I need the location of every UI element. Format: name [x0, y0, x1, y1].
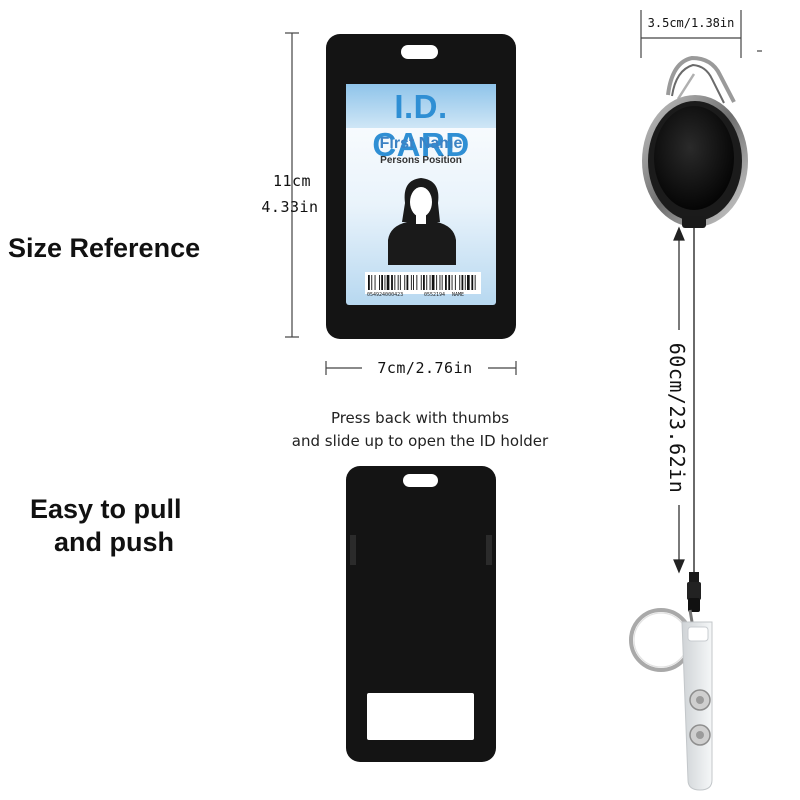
cord-length-label: 60cm/23.62in: [665, 342, 689, 494]
card-name: First Name: [379, 135, 463, 152]
barcode: [365, 272, 481, 294]
barcode-bar: [384, 275, 386, 290]
height-cm-label: 11cm: [272, 172, 312, 190]
card-title: I.D. CARD: [372, 88, 470, 163]
easy-pull-heading-line1: Easy to pull: [30, 494, 182, 524]
key-ring-and-strap: [629, 572, 713, 791]
barcode-bar: [429, 275, 431, 290]
barcode-mid-number: 0552194: [424, 292, 446, 298]
id-holder-back: [346, 466, 496, 762]
barcode-bar: [368, 275, 370, 290]
barcode-bar: [399, 275, 401, 290]
barcode-bar: [371, 275, 373, 290]
height-in-label: 4.33in: [261, 198, 319, 216]
barcode-bar: [386, 275, 390, 290]
barcode-bar: [454, 275, 456, 290]
instruction-note: Press back with thumbs and slide up to o…: [270, 407, 570, 453]
barcode-bar: [448, 275, 451, 290]
width-dimension-line: [325, 361, 517, 375]
barcode-bar: [379, 275, 380, 290]
size-reference-heading: Size Reference: [8, 233, 201, 263]
barcode-bar: [397, 275, 399, 290]
card-position: Persons Position: [380, 155, 462, 166]
height-dimension-line: [285, 32, 299, 338]
barcode-bar: [381, 275, 383, 290]
barcode-bar: [459, 275, 461, 290]
barcode-bar: [374, 275, 376, 290]
barcode-left-number: 054924000423: [367, 292, 404, 298]
barcode-bar: [439, 275, 441, 290]
barcode-bar: [426, 275, 428, 290]
barcode-bar: [391, 275, 393, 290]
reel-width-label: 3.5cm/1.38in: [647, 16, 735, 30]
person-silhouette-icon: [388, 178, 456, 265]
id-holder-front: [326, 34, 516, 339]
barcode-bar: [423, 275, 425, 290]
barcode-bar: [420, 275, 422, 290]
barcode-bar: [410, 275, 412, 290]
barcode-bar: [394, 275, 396, 290]
barcode-right-name: NAME: [452, 292, 465, 298]
instruction-line2: and slide up to open the ID holder: [291, 432, 549, 450]
barcode-bar: [474, 275, 476, 290]
reel-width-dimension-line: [640, 10, 762, 58]
easy-pull-heading-line2: and push: [54, 527, 174, 557]
barcode-bar: [461, 275, 464, 290]
barcode-bar: [436, 275, 438, 290]
barcode-bar: [445, 275, 447, 290]
width-label: 7cm/2.76in: [377, 359, 473, 377]
cord-length-dimension-line: [673, 226, 685, 574]
instruction-line1: Press back with thumbs: [330, 409, 510, 427]
barcode-bar: [413, 275, 414, 290]
barcode-bar: [441, 275, 443, 290]
barcode-bar: [451, 275, 453, 290]
barcode-bar: [404, 275, 406, 290]
barcode-bar: [467, 275, 470, 290]
barcode-bar: [471, 275, 474, 290]
badge-reel: [642, 55, 748, 228]
barcode-bar: [431, 275, 435, 290]
barcode-bar: [406, 275, 409, 290]
barcode-bar: [416, 275, 418, 290]
barcode-bar: [464, 275, 466, 290]
